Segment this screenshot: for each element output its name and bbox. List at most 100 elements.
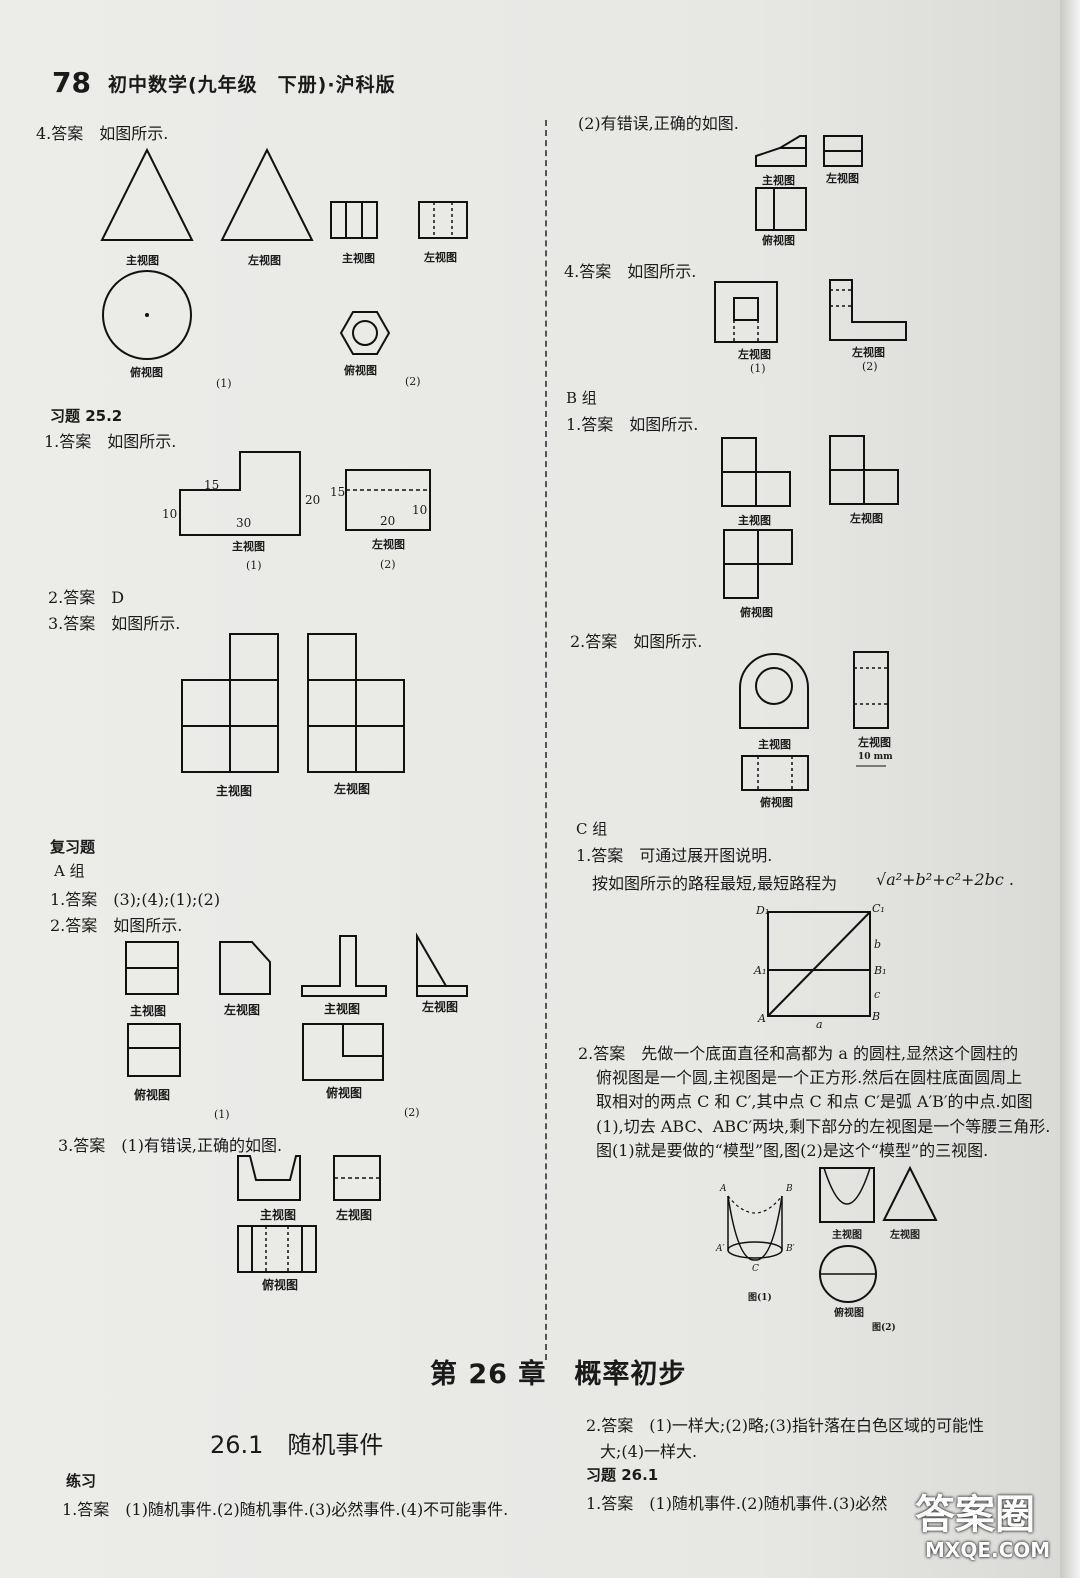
unfold-diagram [767, 911, 871, 1017]
caption: 左视图 [334, 782, 371, 796]
figure-number: (2) [862, 360, 878, 373]
caption: 左视图 [248, 254, 281, 267]
review-c-q2-line3: 取相对的两点 C 和 C′,其中点 C 和点 C′是弧 A′B′的中点.如图 [596, 1092, 1033, 1111]
figure-number: (1) [750, 362, 766, 375]
caption: 左视图 [336, 1208, 373, 1222]
review-b-q2-figures [739, 651, 889, 791]
review-b-q1: 1.答案 如图所示. [566, 415, 699, 434]
segment-label: c [874, 988, 881, 1001]
dimension-label: 10 mm [858, 752, 893, 762]
caption: 左视图 [858, 736, 891, 749]
review-c-q2-line4: (1),切去 ABC、ABC′两块,剩下部分的左视图是一个等腰三角形. [596, 1117, 1051, 1136]
review-a-q4-figures [714, 279, 907, 343]
page-edge [1060, 0, 1080, 1578]
practice-q1: 1.答案 (1)随机事件.(2)随机事件.(3)必然事件.(4)不可能事件. [62, 1500, 509, 1519]
caption: 主视图 [324, 1002, 361, 1016]
dimension: 10 [162, 507, 178, 521]
figure-number: (2) [404, 1106, 420, 1119]
segment-label: b [874, 938, 882, 951]
point-label: D₁ [756, 904, 770, 917]
review-a-q4: 4.答案 如图所示. [564, 262, 697, 281]
dimension: 10 [412, 503, 428, 517]
practice-q2-line2: 大;(4)一样大. [600, 1442, 698, 1461]
review-a-q2-figures [125, 932, 468, 1081]
caption: 左视图 [890, 1230, 920, 1241]
review-a-q3-figures [237, 1155, 381, 1273]
segment-label: a [816, 1018, 823, 1031]
caption: 左视图 [826, 172, 859, 185]
column-divider [545, 120, 547, 1360]
figure-number: (2) [405, 375, 421, 388]
review-c-q2-line5: 图(1)就是要做的“模型”图,图(2)是这个“模型”的三视图. [596, 1141, 989, 1160]
review-b-q2: 2.答案 如图所示. [570, 632, 703, 651]
caption: 左视图 [852, 346, 885, 359]
caption: 俯视图 [760, 796, 793, 809]
figure-label: 图(2) [872, 1323, 896, 1333]
dimension: 30 [236, 516, 252, 530]
caption: 主视图 [758, 738, 791, 751]
exercise-heading: 习题 25.2 [50, 407, 123, 425]
watermark: 答案圈 MXQE.COM [905, 1490, 1070, 1570]
caption: 俯视图 [740, 606, 773, 619]
group-a-heading: A 组 [54, 862, 85, 880]
caption: 主视图 [260, 1208, 297, 1222]
point-label: B₁ [874, 964, 887, 977]
review-a-q3: 3.答案 (1)有错误,正确的如图. [58, 1136, 283, 1155]
ex252-q1-figures [179, 451, 431, 536]
dimension: 20 [305, 493, 321, 507]
figure-number: (1) [246, 559, 262, 572]
review-a-q3-part2-figures [755, 135, 863, 231]
caption: 主视图 [216, 784, 253, 798]
caption: 主视图 [342, 252, 375, 265]
point-label: B′ [786, 1244, 795, 1254]
ex261-q1: 1.答案 (1)随机事件.(2)随机事件.(3)必然 [586, 1494, 888, 1513]
review-c-q2-line2: 俯视图是一个圆,主视图是一个正方形.然后在圆柱底面圆周上 [596, 1068, 1023, 1087]
point-label: A [720, 1184, 727, 1194]
shortest-path-formula: √a²+b²+c²+2bc . [876, 870, 1014, 889]
watermark-line1: 答案圈 [915, 1492, 1035, 1538]
caption: 主视图 [232, 540, 265, 553]
review-c-q1-text: 按如图所示的路程最短,最短路程为 [592, 874, 838, 893]
caption: 俯视图 [834, 1308, 864, 1319]
point-label: C₁ [872, 902, 885, 915]
point-label: A′ [716, 1244, 725, 1254]
section-title: 26.1 随机事件 [210, 1431, 384, 1459]
caption: 俯视图 [762, 234, 795, 247]
ex252-q3-figures [181, 633, 405, 773]
ex252-q1: 1.答案 如图所示. [44, 432, 177, 451]
caption: 主视图 [130, 1004, 167, 1018]
group-b-heading: B 组 [566, 389, 597, 407]
model-figures [727, 1165, 938, 1303]
figure-number: (2) [380, 558, 396, 571]
point-label: C [752, 1264, 759, 1274]
caption: 左视图 [224, 1003, 261, 1017]
q4-figures [100, 147, 468, 360]
review-a-q1: 1.答案 (3);(4);(1);(2) [50, 890, 221, 909]
practice-heading: 练习 [66, 1472, 97, 1490]
dimension: 15 [204, 478, 220, 492]
practice-q2-line1: 2.答案 (1)一样大;(2)略;(3)指针落在白色区域的可能性 [586, 1416, 985, 1435]
q4-answer: 4.答案 如图所示. [36, 124, 169, 143]
caption: 俯视图 [134, 1088, 171, 1102]
caption: 左视图 [738, 348, 771, 361]
caption: 主视图 [762, 174, 795, 187]
ex252-q2: 2.答案 D [48, 588, 125, 607]
figure-label: 图(1) [748, 1293, 772, 1303]
caption: 左视图 [422, 1000, 459, 1014]
review-heading: 复习题 [50, 838, 96, 856]
watermark-line2: MXQE.COM [925, 1538, 1051, 1562]
dimension: 20 [380, 514, 396, 528]
review-c-q2-line1: 2.答案 先做一个底面直径和高都为 a 的圆柱,显然这个圆柱的 [578, 1044, 1019, 1063]
page-number: 78 [52, 66, 91, 99]
chapter-title: 第 26 章 概率初步 [430, 1359, 687, 1390]
point-label: B [786, 1184, 793, 1194]
review-a-q2: 2.答案 如图所示. [50, 916, 183, 935]
ex252-q3: 3.答案 如图所示. [48, 614, 181, 633]
exercise-heading: 习题 26.1 [586, 1466, 659, 1484]
caption: 俯视图 [326, 1086, 363, 1100]
dimension: 15 [330, 485, 346, 499]
review-c-q1: 1.答案 可通过展开图说明. [576, 846, 773, 865]
caption: 主视图 [832, 1230, 862, 1241]
caption: 左视图 [372, 538, 405, 551]
point-label: B [872, 1010, 881, 1023]
